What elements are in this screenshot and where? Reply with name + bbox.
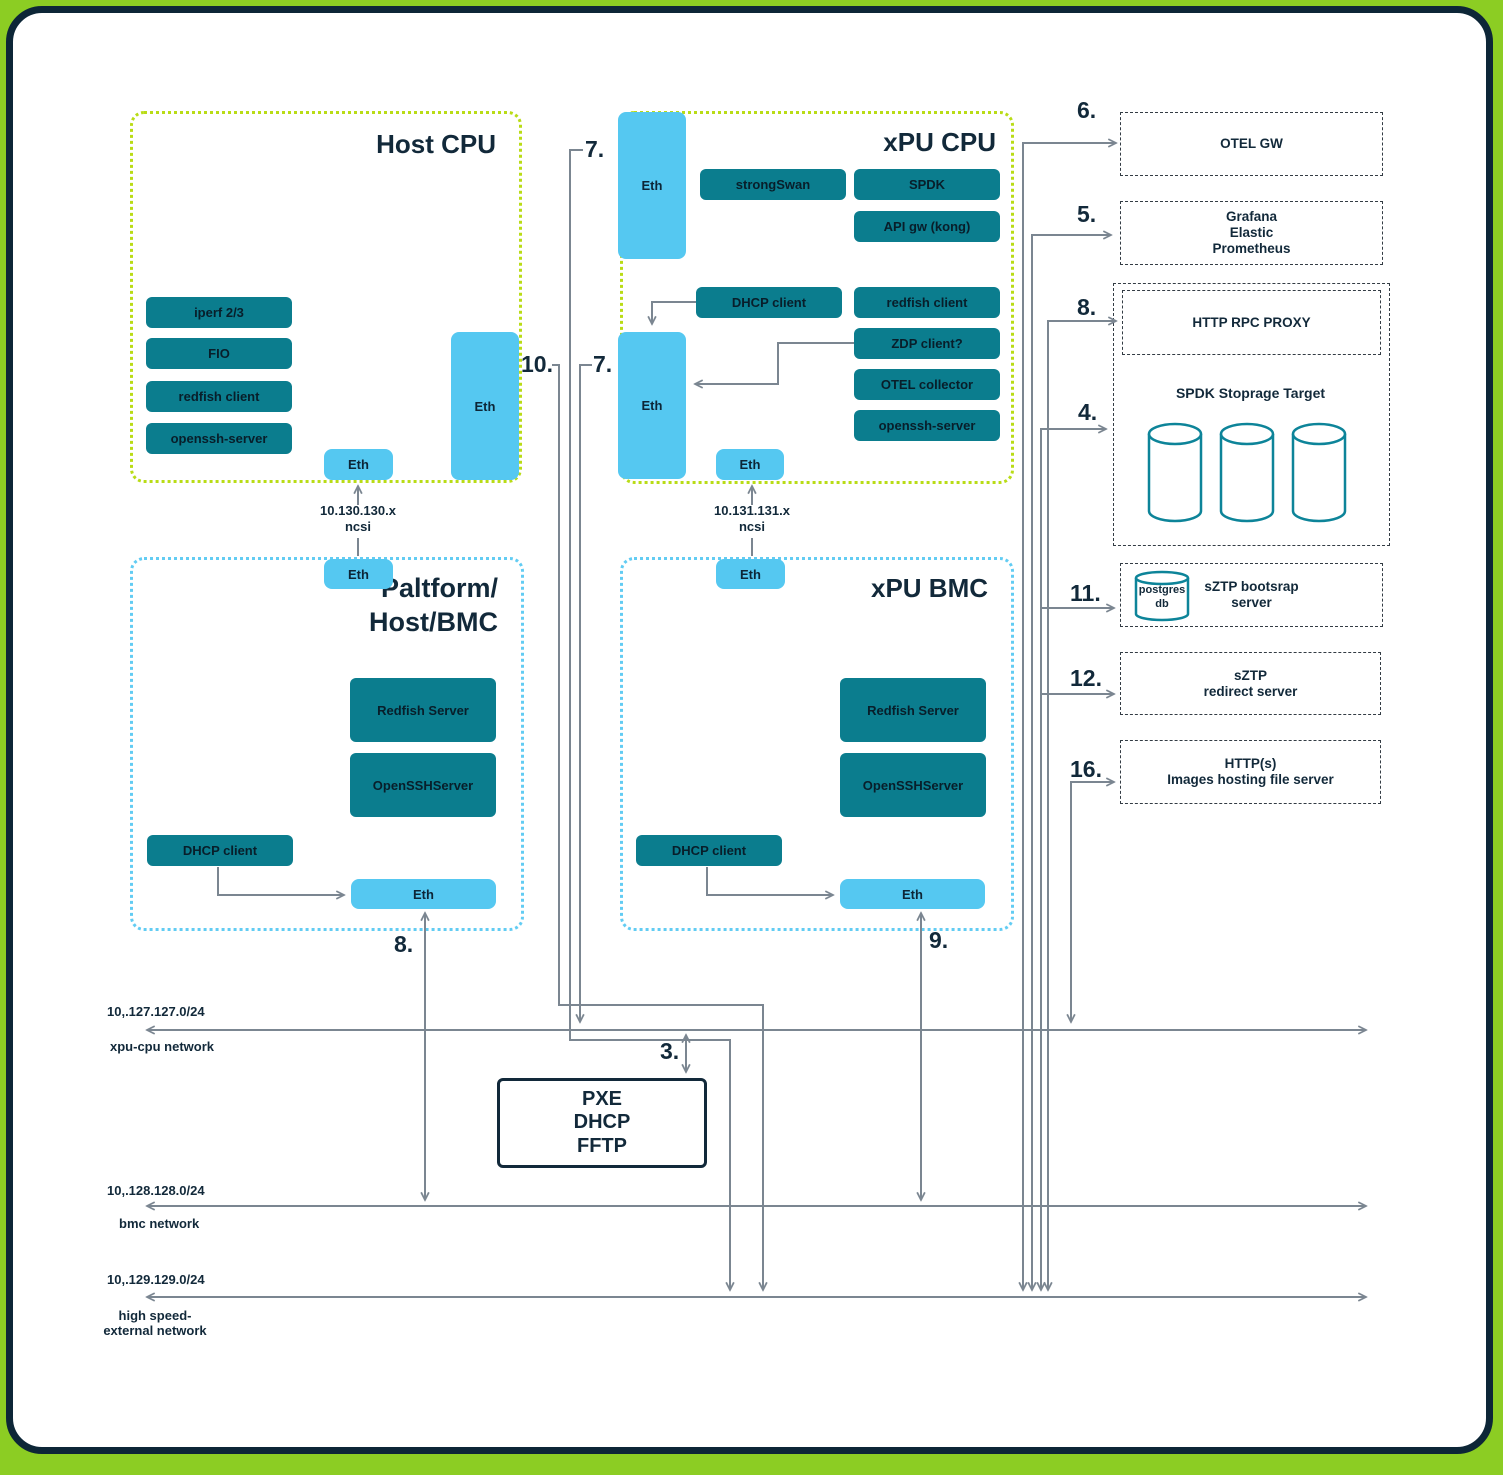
xpu-eth-bottom: Eth	[716, 449, 784, 480]
step-8-right-label: 8.	[1077, 294, 1097, 320]
platform-bmc-title: Paltform/ Host/BMC	[330, 572, 498, 640]
pxe-line1: PXE	[581, 1087, 623, 1110]
storage-cylinder-icon	[1291, 422, 1347, 523]
storage-cylinder-icon	[1219, 422, 1275, 523]
postgres-cylinder-shape	[1134, 570, 1190, 622]
sztp-redirect-line1: sZTP	[1233, 667, 1267, 683]
highspeed-network-name-line1: high speed-	[118, 1308, 192, 1323]
spdk-target-title: SPDK Stoprage Target	[1175, 385, 1326, 401]
xpu-cpu-title: xPU CPU	[883, 127, 996, 157]
observability-prometheus: Prometheus	[1212, 240, 1291, 256]
bmc-network-cidr: 10,.128.128.0/24	[107, 1183, 205, 1198]
host-redfish-client: redfish client	[146, 381, 292, 412]
step-9-label: 9.	[929, 927, 949, 953]
xpu-api-gw: API gw (kong)	[854, 211, 1000, 242]
pxe-line2: DHCP	[573, 1111, 631, 1134]
host-ncsi-label: 10.130.130.x ncsi	[300, 503, 416, 534]
sztp-redirect-box: sZTP redirect server	[1120, 652, 1381, 715]
host-ncsi-proto: ncsi	[344, 518, 371, 534]
images-server-box: HTTP(s) Images hosting file server	[1120, 740, 1381, 804]
step-12-label: 12.	[1070, 665, 1102, 691]
platform-redfish-server: Redfish Server	[350, 678, 496, 742]
xpu-ncsi-proto: ncsi	[738, 518, 765, 534]
pxe-dhcp-tftp-box: PXE DHCP FFTP	[497, 1078, 707, 1168]
xpu-bmc-dhcp-client: DHCP client	[636, 835, 782, 866]
platform-bmc-title-line2: Host/BMC	[369, 606, 498, 637]
xpu-strongswan: strongSwan	[700, 169, 846, 200]
postgres-db-icon: postgres db	[1133, 570, 1191, 622]
sztp-redirect-line2: redirect server	[1203, 683, 1298, 699]
postgres-line1: postgres	[1138, 584, 1186, 596]
xpu-bmc-eth-top: Eth	[716, 559, 785, 589]
step-6-label: 6.	[1077, 97, 1097, 123]
host-ncsi-ip: 10.130.130.x	[320, 503, 396, 518]
highspeed-network-name: high speed- external network	[100, 1308, 210, 1338]
step-16-label: 16.	[1070, 756, 1102, 782]
highspeed-network-cidr: 10,.129.129.0/24	[107, 1272, 205, 1287]
step-8-left-label: 8.	[394, 931, 414, 957]
sztp-bootstrap-line1: sZTP bootsrap	[1204, 579, 1299, 595]
storage-cylinder-icon	[1147, 422, 1203, 523]
xpu-bmc-openssh-server: OpenSSHServer	[840, 753, 986, 817]
xpu-bmc-title: xPU BMC	[870, 573, 988, 603]
platform-openssh-server: OpenSSHServer	[350, 753, 496, 817]
otel-gw-box: OTEL GW	[1120, 112, 1383, 176]
xpu-ncsi-ip: 10.131.131.x	[714, 503, 790, 518]
postgres-db-label: postgres db	[1133, 584, 1191, 612]
xpu-dhcp-client: DHCP client	[696, 287, 842, 318]
http-rpc-proxy-box: HTTP RPC PROXY	[1122, 290, 1381, 355]
xpu-cpu-network-name: xpu-cpu network	[110, 1039, 215, 1054]
xpu-ncsi-label: 10.131.131.x ncsi	[694, 503, 810, 534]
host-cpu-title: Host CPU	[376, 129, 496, 159]
xpu-bmc-redfish-server: Redfish Server	[840, 678, 986, 742]
xpu-eth-mid: Eth	[618, 332, 686, 479]
xpu-otel-collector: OTEL collector	[854, 369, 1000, 400]
step-5-label: 5.	[1077, 201, 1097, 227]
step-11-label: 11.	[1070, 580, 1101, 606]
platform-bmc-title-line1: Paltform/	[380, 573, 498, 603]
step-7-mid-label: 7.	[593, 351, 613, 377]
observability-elastic: Elastic	[1229, 225, 1274, 241]
host-cpu-box	[130, 111, 522, 483]
observability-box: Grafana Elastic Prometheus	[1120, 201, 1383, 265]
xpu-zdp-client: ZDP client?	[854, 328, 1000, 359]
host-fio: FIO	[146, 338, 292, 369]
sztp-bootstrap-line2: server	[1231, 595, 1272, 610]
xpu-bmc-eth-bottom: Eth	[840, 879, 985, 909]
step-10-label: 10.	[521, 351, 553, 377]
step-3-label: 3.	[660, 1038, 680, 1064]
platform-dhcp-client: DHCP client	[147, 835, 293, 866]
host-eth-bottom: Eth	[324, 449, 393, 480]
xpu-spdk: SPDK	[854, 169, 1000, 200]
step-7-top-label: 7.	[585, 136, 605, 162]
images-server-line2: Images hosting file server	[1167, 772, 1334, 787]
host-iperf: iperf 2/3	[146, 297, 292, 328]
platform-bmc-box	[130, 557, 524, 931]
pxe-line3: FFTP	[577, 1134, 627, 1157]
xpu-cpu-network-cidr: 10,.127.127.0/24	[107, 1004, 205, 1019]
xpu-eth-top: Eth	[618, 112, 686, 259]
observability-grafana: Grafana	[1225, 209, 1278, 225]
highspeed-network-name-line2: external network	[103, 1323, 207, 1338]
xpu-openssh-server: openssh-server	[854, 410, 1000, 441]
postgres-line2: db	[1155, 597, 1169, 610]
bmc-network-name: bmc network	[119, 1216, 200, 1231]
host-eth-right: Eth	[451, 332, 519, 480]
xpu-bmc-box	[620, 557, 1014, 931]
images-server-line1: HTTP(s)	[1224, 756, 1277, 772]
host-openssh-server: openssh-server	[146, 423, 292, 454]
platform-eth-top: Eth	[324, 559, 393, 589]
step-4-label: 4.	[1078, 399, 1098, 425]
xpu-redfish-client: redfish client	[854, 287, 1000, 318]
platform-eth-bottom: Eth	[351, 879, 496, 909]
